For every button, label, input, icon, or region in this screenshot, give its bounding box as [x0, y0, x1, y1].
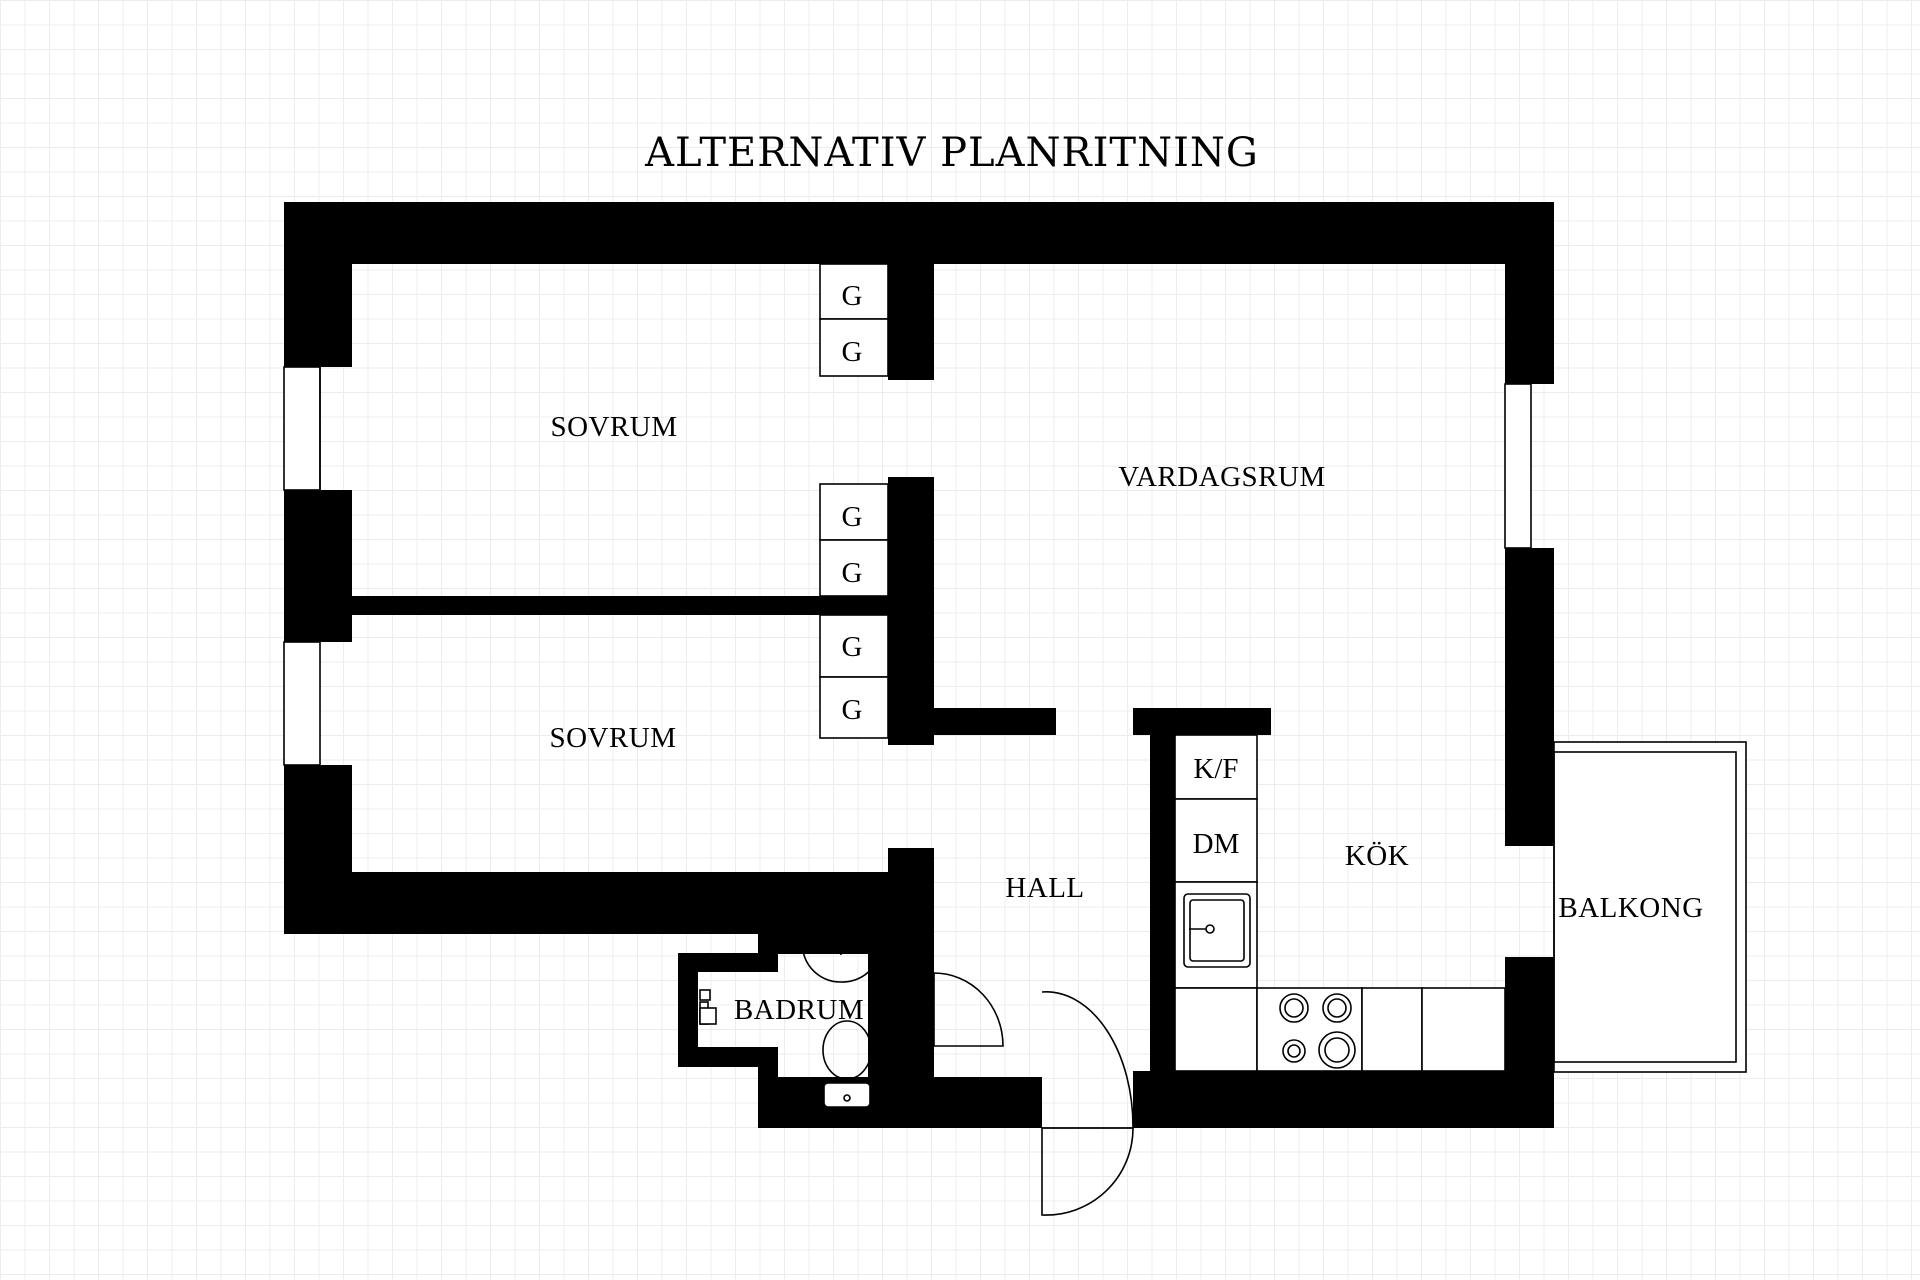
- wardrobe-label: G: [842, 501, 863, 533]
- room-label-bathroom: BADRUM: [734, 994, 864, 1026]
- wardrobe-label: G: [842, 694, 863, 726]
- wardrobe: [819, 676, 889, 739]
- wardrobe-label: G: [842, 557, 863, 589]
- bathroom-door: [933, 972, 1004, 1047]
- fridge-freezer: [1174, 734, 1258, 800]
- wardrobe: [819, 483, 889, 541]
- room-label-hall: HALL: [1005, 872, 1084, 904]
- window-bedroom-1: [283, 366, 321, 491]
- windows: [283, 345, 1554, 787]
- dishwasher: [1174, 798, 1258, 883]
- kitchen-sink-icon: [1183, 893, 1251, 968]
- wardrobes: G G G G G G: [819, 263, 889, 739]
- room-label-kitchen: KÖK: [1345, 840, 1409, 872]
- sink-icon: [801, 936, 882, 983]
- shower-icon: [699, 989, 717, 1025]
- plan-title: ALTERNATIV PLANRITNING: [644, 130, 1259, 176]
- wardrobe: [819, 539, 889, 597]
- balcony: [1553, 741, 1747, 1073]
- dishwasher-label: DM: [1193, 828, 1240, 860]
- wardrobe-label: G: [842, 336, 863, 368]
- wardrobe-label: G: [842, 280, 863, 312]
- toilet-icon: [822, 1020, 872, 1080]
- window-living-room: [1504, 383, 1532, 549]
- wardrobe: [819, 263, 889, 320]
- room-label-balcony: BALKONG: [1558, 892, 1703, 924]
- wardrobe: [819, 614, 889, 678]
- wardrobe-label: G: [842, 631, 863, 663]
- kitchen-fixtures: K/F DM: [1174, 734, 1506, 1072]
- wardrobe: [819, 318, 889, 377]
- bathroom: [678, 934, 1004, 1128]
- entrance-door: [1041, 991, 1134, 1216]
- window-bedroom-2: [283, 641, 321, 766]
- room-label-bedroom-1: SOVRUM: [550, 411, 677, 443]
- stove-icon: [1279, 993, 1356, 1069]
- room-label-living-room: VARDAGSRUM: [1118, 461, 1326, 493]
- interior-walls: [352, 264, 1271, 1078]
- fridge-freezer-label: K/F: [1193, 753, 1238, 785]
- room-label-bedroom-2: SOVRUM: [549, 722, 676, 754]
